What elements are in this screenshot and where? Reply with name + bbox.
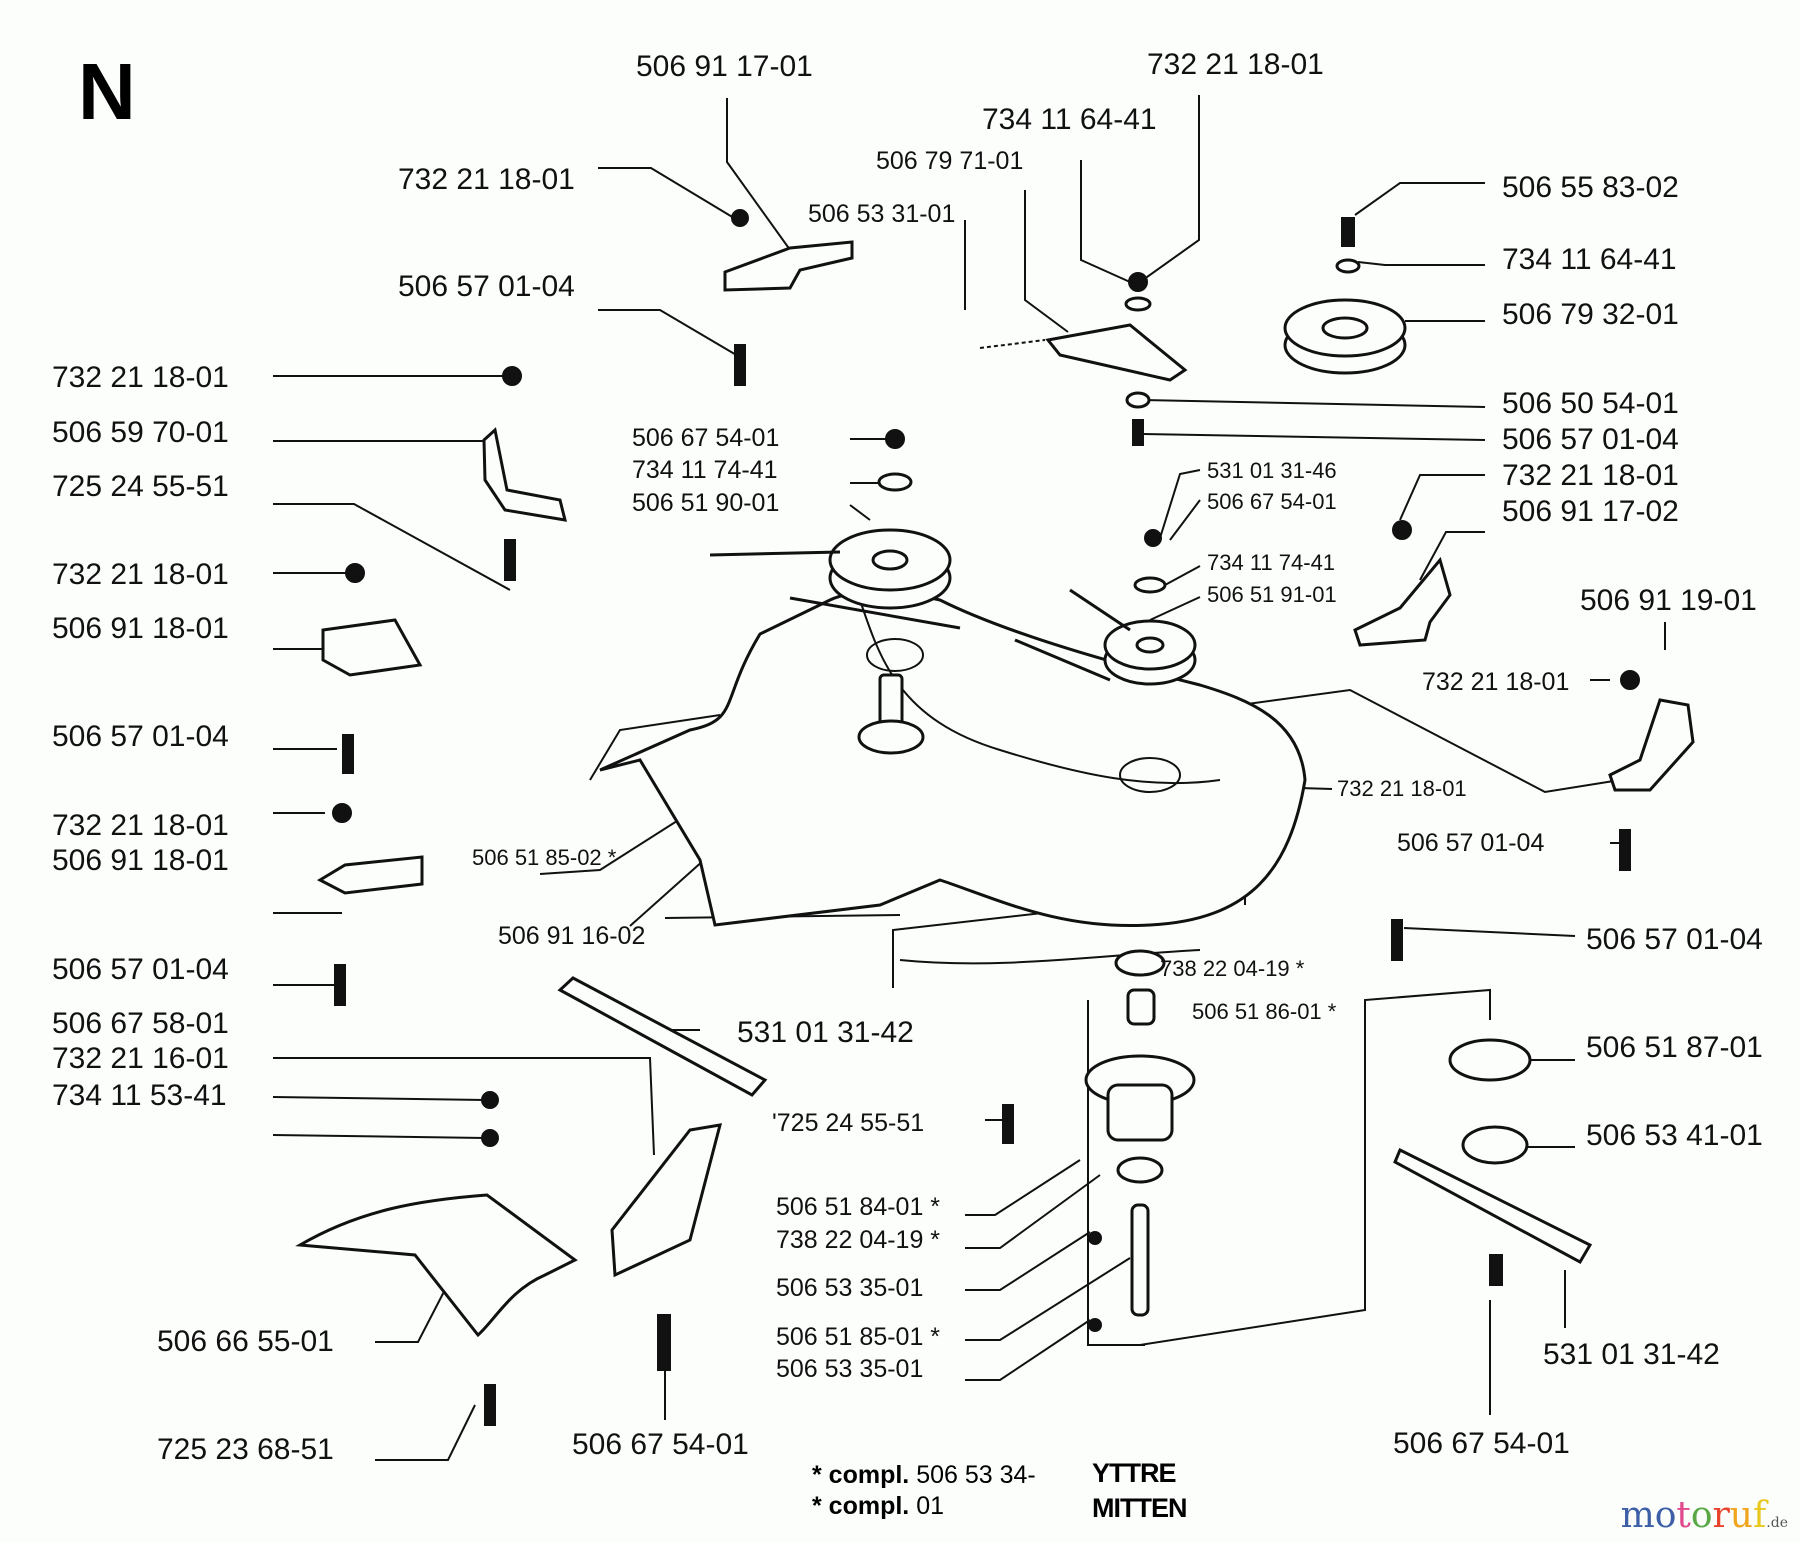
part-number-label: 506 67 54-01 (1207, 489, 1337, 514)
part-number-label: 506 51 90-01 (632, 489, 780, 517)
footnote-line-1: * compl. 506 53 34- (812, 1461, 1036, 1489)
deflector-center (610, 1123, 723, 1278)
pulley-large-left (828, 528, 952, 610)
bracket-left-2 (316, 855, 424, 895)
part-number-label: 531 01 31-46 (1207, 458, 1337, 483)
bracket-right-2 (1608, 698, 1695, 792)
bracket-right-1 (1353, 556, 1452, 647)
part-number-label: 738 22 04-19 * (776, 1226, 941, 1254)
part-number-label: 732 21 16-01 (52, 1042, 229, 1075)
part-number-label: 506 55 83-02 (1502, 171, 1679, 204)
part-number-label: 506 57 01-04 (1586, 923, 1763, 956)
part-number-label: 506 53 35-01 (776, 1274, 924, 1302)
part-number-label: 506 51 85-01 * (776, 1323, 941, 1351)
watermark-letter: r (1712, 1495, 1730, 1536)
part-number-label: 506 79 71-01 (876, 147, 1024, 175)
part-number-label: 506 50 54-01 (1502, 387, 1679, 420)
fasteners (332, 209, 1640, 1426)
part-number-label: 734 11 53-41 (52, 1079, 227, 1112)
watermark-text: motoruf (1621, 1495, 1767, 1536)
part-number-label: 732 21 18-01 (398, 163, 575, 196)
spindle-housing (1084, 949, 1196, 1317)
part-number-label: 732 21 18-01 (1502, 459, 1679, 492)
part-number-label: 506 51 85-02 * (472, 845, 617, 870)
bracket-left-1 (321, 618, 423, 677)
part-number-label: 506 53 41-01 (1586, 1119, 1763, 1152)
tension-arm (979, 323, 1188, 382)
part-number-label: 725 23 68-51 (157, 1433, 334, 1466)
part-number-label: 506 67 54-01 (1393, 1427, 1570, 1460)
part-number-label: 506 91 19-01 (1580, 584, 1757, 617)
section-letter: N (78, 47, 136, 136)
part-number-label: 506 53 35-01 (776, 1355, 924, 1383)
part-number-label: 506 51 91-01 (1207, 582, 1337, 607)
footnote-line-2: * compl. 01 (812, 1492, 945, 1521)
part-number-label: 506 91 17-02 (1502, 495, 1679, 528)
part-number-label: 506 91 16-02 (498, 922, 646, 950)
part-number-label: 738 22 04-19 * (1160, 956, 1305, 981)
watermark-letter: u (1729, 1495, 1753, 1536)
part-number-label: 506 67 58-01 (52, 1007, 229, 1040)
watermark-logo: motoruf.de (1621, 1498, 1788, 1534)
part-number-label: 732 21 18-01 (52, 558, 229, 591)
part-number-label: 531 01 31-42 (1543, 1338, 1720, 1371)
part-number-label: 506 91 17-01 (636, 50, 813, 83)
variant-labels: YTTRE MITTEN (1092, 1456, 1187, 1526)
deflector-left (295, 1193, 578, 1338)
footnote: * compl. 506 53 34- * compl. 01 (812, 1460, 1036, 1523)
watermark-letter: t (1676, 1495, 1691, 1536)
mower-deck-housing (589, 591, 1307, 965)
pulley-top-right (1283, 298, 1407, 375)
part-number-label: 506 67 54-01 (572, 1428, 749, 1461)
blade-right (1393, 1147, 1593, 1265)
variant-yttre: YTTRE (1092, 1458, 1177, 1488)
watermark-suffix: .de (1766, 1515, 1788, 1531)
part-number-label: 506 57 01-04 (398, 270, 575, 303)
part-number-label: 506 57 01-04 (52, 720, 229, 753)
part-number-label: 531 01 31-42 (737, 1016, 914, 1049)
part-number-label: 734 11 64-41 (982, 103, 1157, 136)
part-number-label: 506 51 84-01 * (776, 1193, 941, 1221)
bracket-top-left (723, 240, 854, 292)
blade-center (557, 976, 768, 1097)
variant-mitten: MITTEN (1092, 1493, 1187, 1524)
part-number-label: 506 67 54-01 (632, 424, 780, 452)
part-number-label: 506 51 86-01 * (1192, 999, 1337, 1024)
part-number-label: 734 11 74-41 (632, 456, 778, 484)
part-number-label: 732 21 18-01 (1337, 776, 1467, 801)
part-number-label: 506 57 01-04 (1397, 829, 1545, 857)
bracket-hook (482, 427, 568, 522)
part-number-label: 506 66 55-01 (157, 1325, 334, 1358)
watermark-letter: o (1654, 1495, 1677, 1536)
part-number-label: 732 21 18-01 (1147, 48, 1324, 81)
part-number-label: 732 21 18-01 (52, 809, 229, 842)
part-number-label: 506 57 01-04 (52, 953, 229, 986)
part-number-label: 506 79 32-01 (1502, 298, 1679, 331)
part-number-label: 506 59 70-01 (52, 416, 229, 449)
part-number-label: 732 21 18-01 (1422, 668, 1570, 696)
part-number-label: 732 21 18-01 (52, 361, 229, 394)
part-number-label: 506 91 18-01 (52, 844, 229, 877)
part-number-label: 506 51 87-01 (1586, 1031, 1763, 1064)
blade-adapter (1448, 1038, 1532, 1165)
part-number-label: '725 24 55-51 (772, 1109, 925, 1137)
part-number-label: 506 91 18-01 (52, 612, 229, 645)
part-number-label: 506 57 01-04 (1502, 423, 1679, 456)
part-number-label: 506 53 31-01 (808, 200, 956, 228)
part-number-label: 725 24 55-51 (52, 470, 229, 503)
drive-belt (709, 550, 1131, 682)
watermark-letter: m (1620, 1495, 1655, 1536)
watermark-letter: f (1752, 1495, 1767, 1536)
part-number-label: 734 11 74-41 (1207, 550, 1336, 575)
watermark-letter: o (1690, 1495, 1713, 1536)
part-number-label: 734 11 64-41 (1502, 243, 1677, 276)
pulley-small-right (1103, 619, 1197, 686)
spindle-post (857, 673, 925, 755)
